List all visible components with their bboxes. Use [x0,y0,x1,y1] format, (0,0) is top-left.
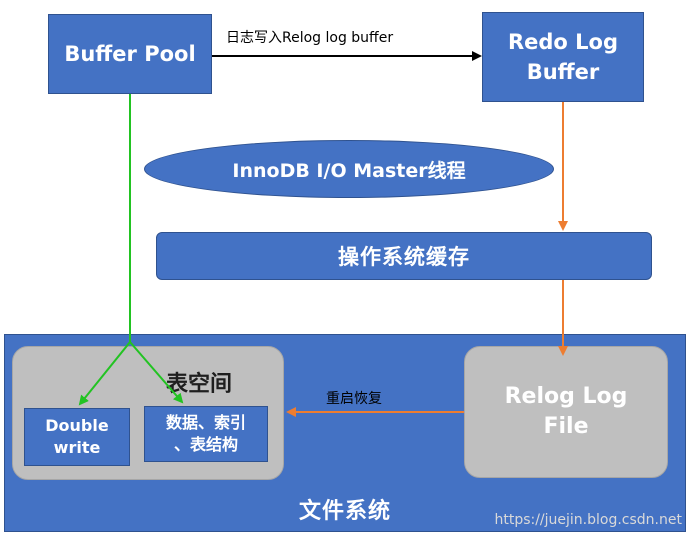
os-cache-box: 操作系统缓存 [156,232,652,280]
redo-buffer-label-line2: Buffer [526,60,600,84]
buffer-pool-label: Buffer Pool [64,42,196,66]
double-write-label-line1: Double [45,416,109,435]
os-cache-label: 操作系统缓存 [338,245,470,269]
restart-recover-edge-label: 重启恢复 [326,391,382,407]
relog-file-label-line2: File [543,414,589,439]
data-box-label-line2: 、表结构 [173,435,238,454]
write-relog-edge-label: 日志写入Relog log buffer [226,30,394,46]
data-index-structure-box: 数据、索引 、表结构 [144,406,268,462]
filesystem-label: 文件系统 [298,499,391,524]
relog-log-file-box: Relog Log File [464,346,668,478]
data-box-label-line1: 数据、索引 [165,413,246,432]
relog-file-label-line1: Relog Log [504,384,628,409]
io-master-thread-label: InnoDB I/O Master线程 [232,159,466,182]
tablespace-label: 表空间 [166,371,233,397]
watermark-text: https://juejin.blog.csdn.net [494,512,682,528]
buffer-pool-box: Buffer Pool [48,14,212,94]
redo-log-buffer-box: Redo Log Buffer [482,12,644,102]
double-write-label-line2: write [53,438,101,457]
double-write-box: Double write [24,408,130,466]
io-master-thread-ellipse: InnoDB I/O Master线程 [144,140,554,198]
redo-buffer-label-line1: Redo Log [507,30,619,54]
